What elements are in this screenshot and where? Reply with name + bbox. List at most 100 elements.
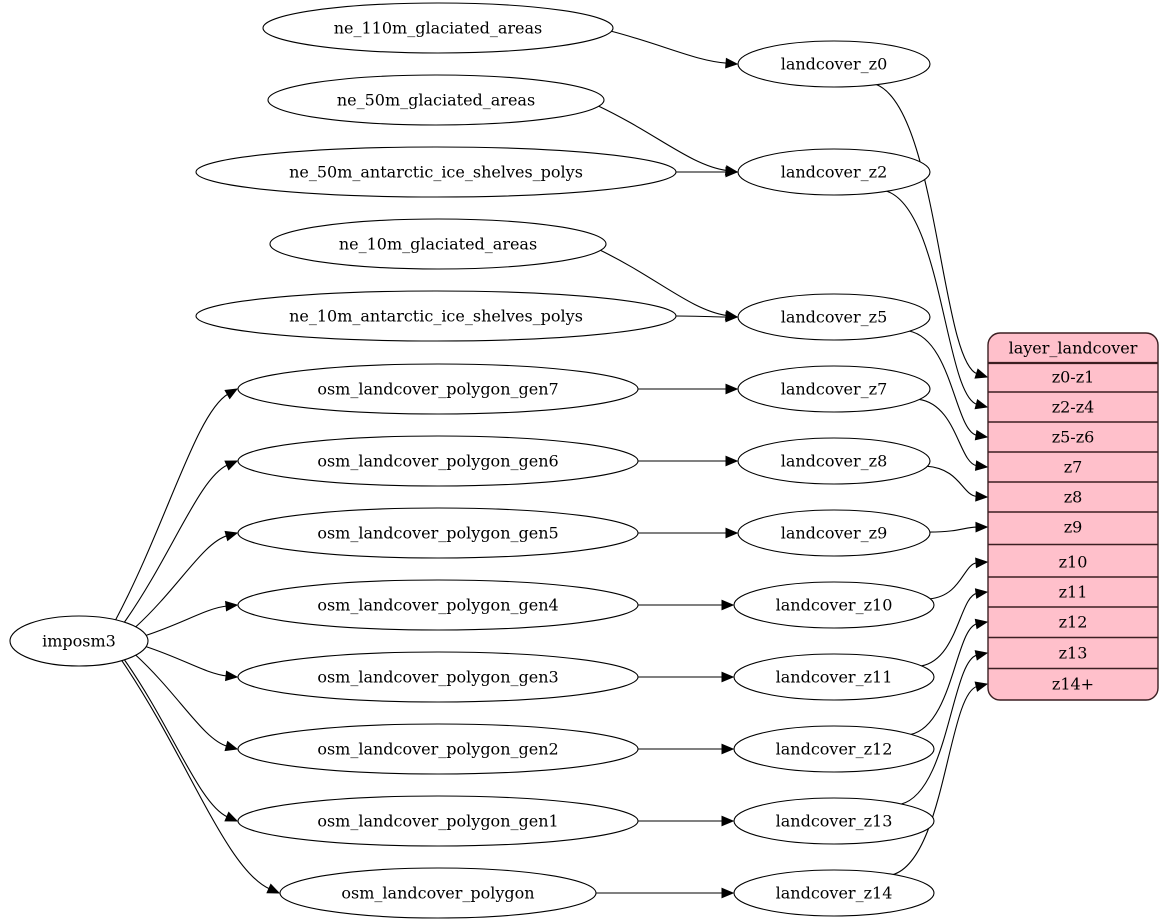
node-shape-landcover-view (733, 653, 935, 701)
arrowhead-icon (225, 600, 239, 612)
node-landcover_z14[interactable]: landcover_z14 (733, 869, 935, 917)
node-label: landcover_z8 (781, 452, 888, 471)
table-row-label-z5-z6[interactable]: z5-z6 (1052, 428, 1095, 447)
arrowhead-icon (224, 460, 239, 471)
node-label: ne_10m_antarctic_ice_shelves_polys (289, 307, 583, 326)
node-osm_landcover_polygon_gen7[interactable]: osm_landcover_polygon_gen7 (237, 363, 639, 415)
node-ne_10m_antarctic_ice_shelves_polys[interactable]: ne_10m_antarctic_ice_shelves_polys (195, 290, 677, 342)
table-body (987, 332, 1159, 701)
node-shape-landcover-view (733, 581, 935, 629)
node-landcover_z5[interactable]: landcover_z5 (737, 293, 931, 341)
node-osm_landcover_polygon_gen4[interactable]: osm_landcover_polygon_gen4 (237, 579, 639, 631)
node-osm_landcover_polygon_gen1[interactable]: osm_landcover_polygon_gen1 (237, 795, 639, 847)
node-shape-natural-earth-table (267, 74, 605, 126)
arrowhead-icon (721, 599, 735, 611)
node-label: landcover_z0 (781, 55, 888, 74)
node-shape-osm-table (237, 579, 639, 631)
node-osm_landcover_polygon_gen6[interactable]: osm_landcover_polygon_gen6 (237, 435, 639, 487)
edge-ne_10m_glaciated_areas-to-landcover_z5 (599, 249, 728, 317)
node-shape-osm-table (237, 363, 639, 415)
node-osm_landcover_polygon_gen3[interactable]: osm_landcover_polygon_gen3 (237, 651, 639, 703)
arrowhead-icon (721, 815, 735, 827)
node-shape-source (9, 615, 149, 667)
arrowhead-icon (974, 460, 989, 471)
table-node-layer-landcover[interactable]: layer_landcoverz0-z1z2-z4z5-z6z7z8z9z10z… (987, 332, 1159, 701)
edge-landcover_z2-to-layer_landcover-z2-z4 (885, 190, 978, 406)
node-landcover_z13[interactable]: landcover_z13 (733, 797, 935, 845)
node-label: landcover_z14 (776, 884, 893, 903)
arrowhead-icon (974, 398, 989, 410)
edge-landcover_z0-to-layer_landcover-z0-z1 (875, 83, 978, 375)
edge-imposm3-to-osm_landcover_polygon_gen4 (145, 605, 228, 637)
node-landcover_z8[interactable]: landcover_z8 (737, 437, 931, 485)
node-label: landcover_z10 (776, 596, 893, 615)
node-label: landcover_z7 (781, 380, 888, 399)
node-label: landcover_z13 (776, 812, 893, 831)
node-landcover_z9[interactable]: landcover_z9 (737, 509, 931, 557)
node-shape-osm-table (279, 867, 597, 919)
edge-imposm3-to-osm_landcover_polygon_gen7 (115, 393, 229, 621)
edge-landcover_z14-to-layer_landcover-z14- (892, 685, 978, 876)
node-label: ne_50m_glaciated_areas (337, 91, 535, 110)
node-imposm3[interactable]: imposm3 (9, 615, 149, 667)
node-label: landcover_z11 (776, 668, 893, 687)
node-landcover_z10[interactable]: landcover_z10 (733, 581, 935, 629)
node-ne_110m_glaciated_areas[interactable]: ne_110m_glaciated_areas (262, 2, 614, 54)
table-row-label-z11[interactable]: z11 (1059, 583, 1088, 602)
arrowhead-icon (725, 383, 739, 395)
node-landcover_z12[interactable]: landcover_z12 (733, 725, 935, 773)
node-label: osm_landcover_polygon_gen1 (317, 812, 558, 831)
node-shape-landcover-view (733, 869, 935, 917)
table-row-label-z12[interactable]: z12 (1059, 613, 1088, 632)
node-landcover_z7[interactable]: landcover_z7 (737, 365, 931, 413)
table-row-label-z10[interactable]: z10 (1059, 553, 1088, 572)
edges-layer (115, 30, 989, 899)
table-row-label-z9[interactable]: z9 (1064, 518, 1083, 537)
node-label: ne_50m_antarctic_ice_shelves_polys (289, 163, 583, 182)
arrowhead-icon (224, 530, 239, 542)
node-osm_landcover_polygon_gen5[interactable]: osm_landcover_polygon_gen5 (237, 507, 639, 559)
edge-imposm3-to-osm_landcover_polygon_gen2 (135, 654, 228, 747)
arrowhead-icon (721, 743, 735, 755)
node-shape-osm-table (237, 507, 639, 559)
node-osm_landcover_polygon_gen2[interactable]: osm_landcover_polygon_gen2 (237, 723, 639, 775)
table-row-label-z13[interactable]: z13 (1059, 644, 1088, 663)
node-label: landcover_z9 (781, 524, 888, 543)
table-row-label-z7[interactable]: z7 (1064, 458, 1083, 477)
node-shape-landcover-view (733, 725, 935, 773)
table-row-label-z14plus[interactable]: z14+ (1052, 675, 1094, 694)
edge-imposm3-to-osm_landcover_polygon_gen3 (145, 645, 228, 677)
edge-landcover_z8-to-layer_landcover-z8 (926, 465, 978, 497)
table-row-label-z0-z1[interactable]: z0-z1 (1052, 368, 1095, 387)
arrowhead-icon (225, 670, 239, 682)
arrowhead-icon (721, 887, 735, 899)
node-shape-landcover-view (737, 40, 931, 88)
table-row-label-z8[interactable]: z8 (1064, 488, 1083, 507)
node-osm_landcover_polygon[interactable]: osm_landcover_polygon (279, 867, 597, 919)
node-ne_10m_glaciated_areas[interactable]: ne_10m_glaciated_areas (269, 218, 607, 270)
node-landcover_z2[interactable]: landcover_z2 (737, 148, 931, 196)
nodes-layer: imposm3 ne_110m_glaciated_areas ne_50m_gla… (9, 2, 935, 919)
edge-landcover_z12-to-layer_landcover-z12 (910, 623, 978, 736)
edge-landcover_z7-to-layer_landcover-z7 (918, 398, 978, 467)
edge-ne_110m_glaciated_areas-to-landcover_z0 (609, 30, 728, 64)
node-shape-osm-table (237, 723, 639, 775)
table-row-label-z2-z4[interactable]: z2-z4 (1052, 398, 1095, 417)
node-ne_50m_antarctic_ice_shelves_polys[interactable]: ne_50m_antarctic_ice_shelves_polys (195, 146, 677, 198)
node-shape-landcover-view (737, 509, 931, 557)
edge-ne_10m_antarctic_ice_shelves_polys-to-landcover_z5 (675, 315, 728, 318)
node-label: osm_landcover_polygon_gen4 (317, 596, 558, 615)
node-landcover_z11[interactable]: landcover_z11 (733, 653, 935, 701)
arrowhead-icon (224, 740, 239, 752)
node-shape-landcover-view (737, 437, 931, 485)
arrowhead-icon (725, 57, 739, 69)
arrowhead-icon (975, 490, 989, 502)
node-ne_50m_glaciated_areas[interactable]: ne_50m_glaciated_areas (267, 74, 605, 126)
arrowhead-icon (974, 588, 989, 599)
node-label: osm_landcover_polygon_gen2 (317, 740, 558, 759)
node-landcover_z0[interactable]: landcover_z0 (737, 40, 931, 88)
node-shape-natural-earth-table (195, 290, 677, 342)
arrowhead-icon (974, 681, 989, 692)
edge-landcover_z10-to-layer_landcover-z10 (929, 562, 978, 600)
node-shape-osm-table (237, 651, 639, 703)
